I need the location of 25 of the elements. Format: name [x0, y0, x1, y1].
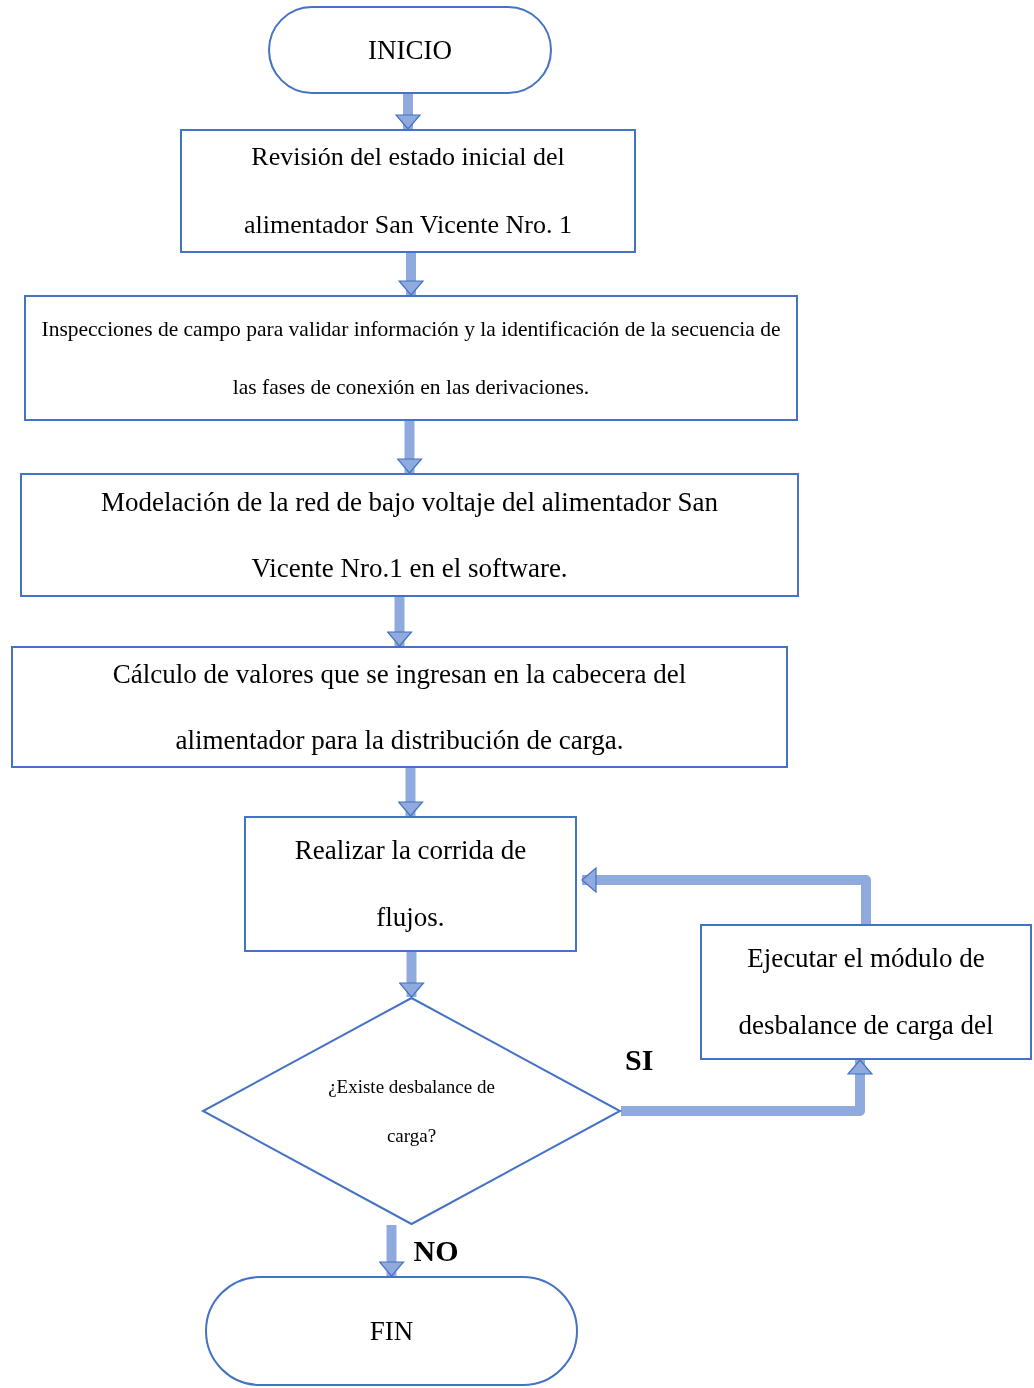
terminal-label: FIN: [369, 1314, 414, 1348]
process-box: [11, 646, 788, 768]
decision-text: ¿Existe desbalance de carga?: [327, 1074, 496, 1148]
step-text: Ejecutar el módulo de desbalance de carga del: [737, 941, 995, 1042]
process-box: [180, 129, 636, 253]
block-arrow: [395, 94, 421, 130]
decision-diamond: [202, 997, 621, 1225]
block-arrow: [621, 1059, 873, 1116]
process-box: [244, 816, 577, 952]
step-text: Revisión del estado inicial del alimentador San Vicente Nro. 1: [243, 141, 573, 241]
block-arrow: [398, 253, 424, 296]
step-text: Inspecciones de campo para validar información y la identificación de la secuencia de las fases de conexión en las derivaciones.: [40, 315, 782, 401]
block-arrow: [581, 867, 871, 924]
process-box: [20, 473, 799, 597]
block-arrow: [378, 1225, 405, 1277]
block-arrow: [398, 952, 425, 998]
block-arrow: [396, 421, 423, 474]
step-text: Cálculo de valores que se ingresan en la cabecera del alimentador para la distribución de carga.: [111, 657, 688, 757]
terminal-label: INICIO: [368, 33, 452, 67]
block-arrow: [386, 597, 413, 647]
process-box: [700, 924, 1032, 1060]
step-text: Modelación de la red de bajo voltaje del alimentador San Vicente Nro.1 en el software.: [99, 485, 719, 585]
block-arrow: [397, 768, 424, 817]
process-box: [24, 295, 798, 421]
step-text: Realizar la corrida de flujos.: [293, 833, 528, 934]
